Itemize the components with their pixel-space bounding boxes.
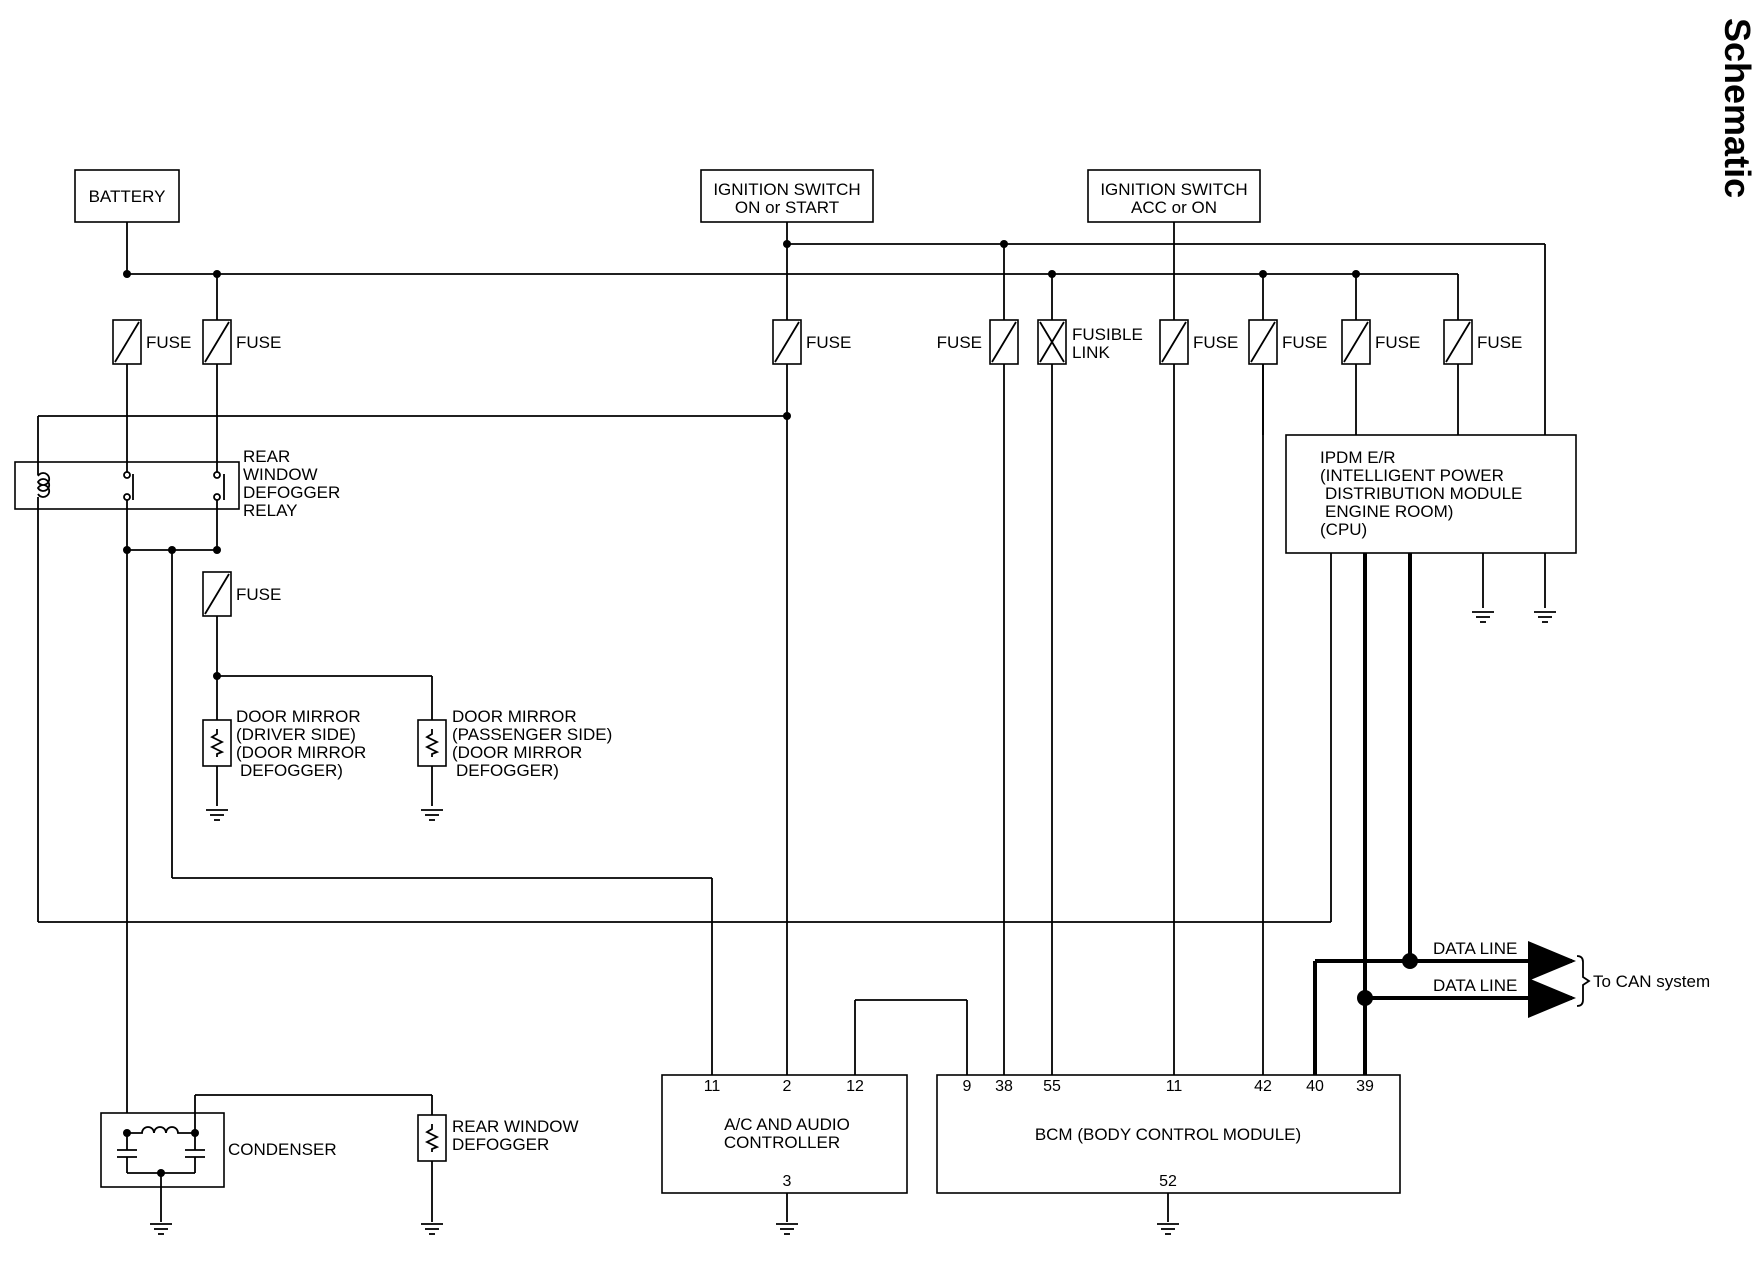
mirror-driver-1: DOOR MIRROR — [236, 707, 361, 726]
relay-label-2: WINDOW — [243, 465, 318, 484]
supply-wires — [126, 222, 1546, 435]
fusible-link-label-2: LINK — [1072, 343, 1110, 362]
ac-name-2: CONTROLLER — [724, 1133, 840, 1152]
mirror-passenger-4: DEFOGGER) — [456, 761, 559, 780]
ipdm-line-1: IPDM E/R — [1320, 448, 1396, 467]
ign-acc-on-line2: ACC or ON — [1131, 198, 1217, 217]
ipdm-line-4: ENGINE ROOM) — [1325, 502, 1453, 521]
rear-defogger-2: DEFOGGER — [452, 1135, 549, 1154]
door-mirror-driver-heater — [202, 719, 232, 767]
relay-label-1: REAR — [243, 447, 290, 466]
door-mirror-passenger-heater — [417, 719, 447, 767]
mirror-driver-3: (DOOR MIRROR — [236, 743, 366, 762]
relay-label-4: RELAY — [243, 501, 298, 520]
fuse-ipdm-3 — [1443, 319, 1473, 365]
can-brace — [1576, 955, 1591, 1007]
bcm-pin-42: 42 — [1254, 1078, 1272, 1095]
fuse-ipdm-1-label: FUSE — [1282, 333, 1327, 352]
ignition-switch-on-start: IGNITION SWITCH ON or START — [700, 169, 874, 223]
bcm-pin-9: 9 — [963, 1078, 972, 1095]
ground-icon — [205, 809, 229, 821]
ipdm-line-2: (INTELLIGENT POWER — [1320, 466, 1504, 485]
ipdm-wiring — [1003, 364, 1546, 1075]
ignition-switch-acc-on: IGNITION SWITCH ACC or ON — [1087, 169, 1261, 223]
ac-pin-3: 3 — [783, 1173, 792, 1190]
bcm-pin-40: 40 — [1306, 1078, 1324, 1095]
ac-audio-controller — [661, 1074, 908, 1194]
ign-on-start-line2: ON or START — [735, 198, 839, 217]
ac-bcm-link — [854, 999, 968, 1075]
fuse-battery-2 — [202, 319, 232, 365]
ground-icon — [1471, 611, 1495, 623]
bcm-pin-38: 38 — [995, 1078, 1013, 1095]
fuse-ipdm-1 — [1248, 319, 1278, 365]
fuse-ipdm-2 — [1341, 319, 1371, 365]
ipdm-module — [1285, 434, 1577, 554]
relay-wiring — [37, 364, 1332, 1133]
mirror-driver-4: DEFOGGER) — [240, 761, 343, 780]
fuse-acc-on — [1159, 319, 1189, 365]
bcm-pin-52: 52 — [1159, 1173, 1177, 1190]
mirror-driver-2: (DRIVER SIDE) — [236, 725, 356, 744]
ground-icon — [775, 1223, 799, 1235]
data-line-1: DATA LINE — [1433, 939, 1517, 958]
battery-source: BATTERY — [74, 169, 180, 223]
ac-pin-11: 11 — [704, 1078, 721, 1095]
mirror-passenger-1: DOOR MIRROR — [452, 707, 577, 726]
rear-defogger-1: REAR WINDOW — [452, 1117, 579, 1136]
rear-window-defogger-heater — [417, 1114, 447, 1162]
fuse-ign-1 — [772, 319, 802, 365]
ac-pin-2: 2 — [783, 1078, 792, 1095]
fuse-battery-2-label: FUSE — [236, 333, 281, 352]
ign-on-start-line1: IGNITION SWITCH — [713, 180, 860, 199]
bcm-pin-55: 55 — [1043, 1078, 1061, 1095]
mirror-passenger-2: (PASSENGER SIDE) — [452, 725, 612, 744]
fusible-link-label-1: FUSIBLE — [1072, 325, 1143, 344]
ipdm-line-5: (CPU) — [1320, 520, 1367, 539]
ign-acc-on-line1: IGNITION SWITCH — [1100, 180, 1247, 199]
bcm-name: BCM (BODY CONTROL MODULE) — [1035, 1125, 1301, 1144]
ground-icon — [149, 1223, 173, 1235]
fuse-ign-2-label: FUSE — [937, 333, 982, 352]
fuse-ign-1-label: FUSE — [806, 333, 851, 352]
bcm-pin-11: 11 — [1166, 1078, 1183, 1095]
ground-icon — [420, 809, 444, 821]
relay-label-3: DEFOGGER — [243, 483, 340, 502]
mirror-passenger-3: (DOOR MIRROR — [452, 743, 582, 762]
can-system-label: To CAN system — [1593, 972, 1710, 991]
ground-icon — [420, 1223, 444, 1235]
bcm-module — [936, 1074, 1401, 1194]
ipdm-line-3: DISTRIBUTION MODULE — [1325, 484, 1522, 503]
fuse-ign-2 — [989, 319, 1019, 365]
can-data-lines — [1313, 553, 1576, 1075]
page-title: Schematic — [1717, 18, 1758, 198]
battery-label: BATTERY — [89, 187, 166, 206]
fuse-acc-on-label: FUSE — [1193, 333, 1238, 352]
ac-pin-12: 12 — [846, 1078, 864, 1095]
bcm-pin-39: 39 — [1356, 1078, 1374, 1095]
fusible-link — [1037, 319, 1067, 365]
fuse-ipdm-2-label: FUSE — [1375, 333, 1420, 352]
fuse-ipdm-3-label: FUSE — [1477, 333, 1522, 352]
ground-icon — [1533, 611, 1557, 623]
fuse-battery-1 — [112, 319, 142, 365]
ac-name-1: A/C AND AUDIO — [724, 1115, 850, 1134]
fuse-mirror-label: FUSE — [236, 585, 281, 604]
fuse-mirror — [202, 571, 232, 617]
fuse-battery-1-label: FUSE — [146, 333, 191, 352]
condenser-label: CONDENSER — [228, 1140, 337, 1159]
data-line-2: DATA LINE — [1433, 976, 1517, 995]
ground-icon — [1156, 1223, 1180, 1235]
